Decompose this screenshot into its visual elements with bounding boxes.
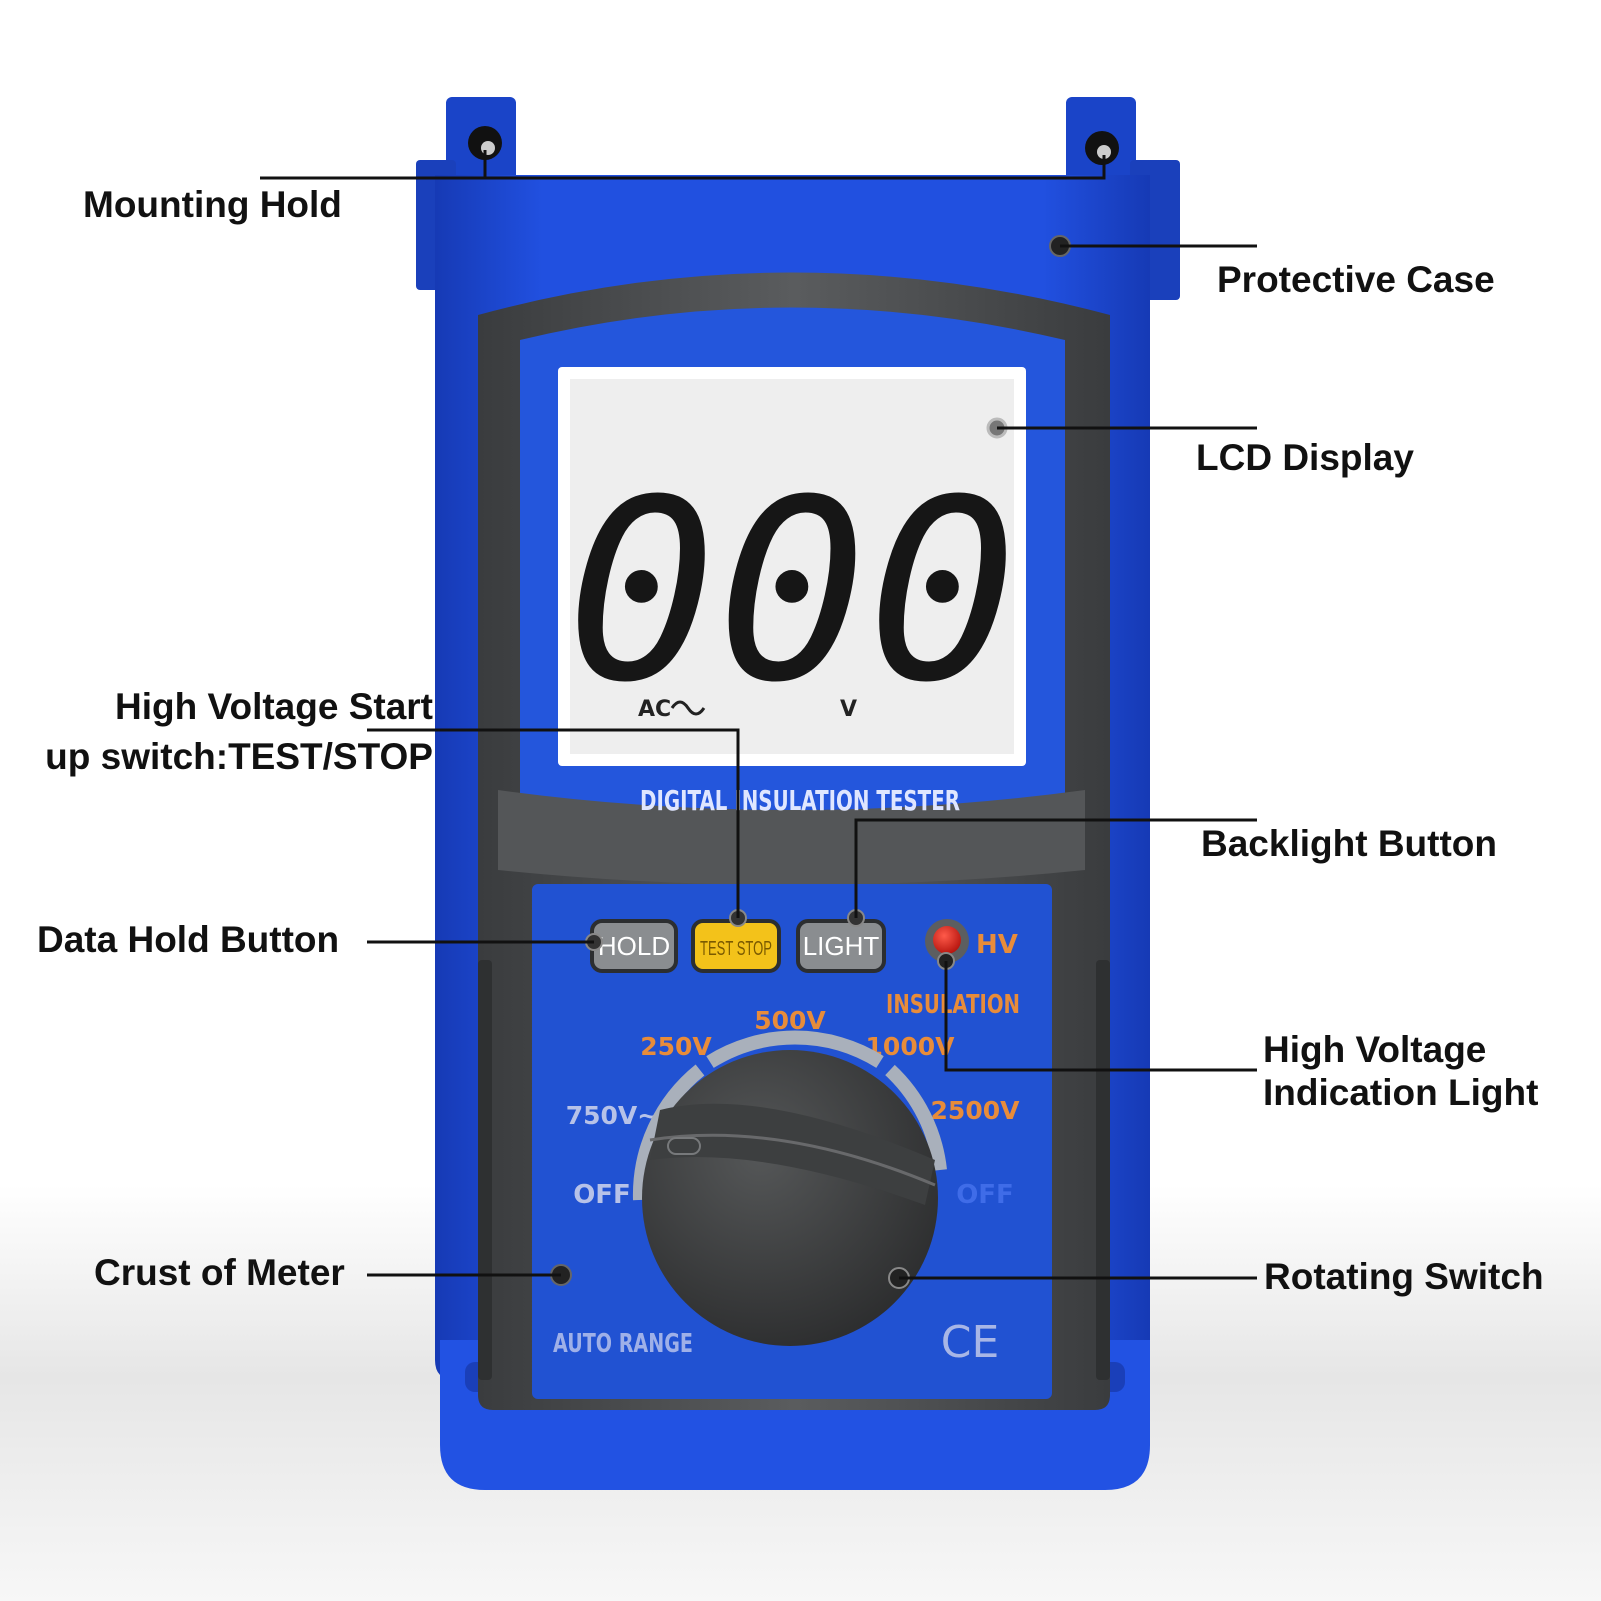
leader-backlight bbox=[854, 818, 1257, 918]
svg-text:HOLD: HOLD bbox=[598, 931, 670, 961]
callout-backlight-button: Backlight Button bbox=[1201, 823, 1497, 864]
callout-protective-case: Protective Case bbox=[1217, 259, 1495, 300]
callout-hv-start-line2: up switch:TEST/STOP bbox=[45, 736, 433, 777]
test-stop-button[interactable]: TEST STOP bbox=[691, 909, 781, 973]
callout-hv-light-line1: High Voltage bbox=[1263, 1029, 1487, 1070]
callout-hv-light-line2: Indication Light bbox=[1263, 1072, 1539, 1113]
insulation-label: INSULATION bbox=[886, 990, 1020, 1020]
brand-label: DIGITAL INSULATION TESTER bbox=[640, 784, 960, 817]
callout-rotating-switch: Rotating Switch bbox=[1264, 1256, 1544, 1297]
leader-mounting-hold bbox=[260, 155, 1106, 180]
dial-250v: 250V bbox=[640, 1032, 712, 1061]
callout-data-hold-button: Data Hold Button bbox=[37, 919, 340, 960]
dial-off-left: OFF bbox=[573, 1180, 631, 1210]
leader-hv-start bbox=[367, 728, 740, 918]
callout-hv-start-line1: High Voltage Start bbox=[115, 686, 433, 727]
leader-hv-light bbox=[944, 961, 1257, 1072]
lcd-ac-indicator: AC bbox=[638, 697, 671, 722]
rotating-switch[interactable] bbox=[642, 1050, 938, 1346]
dial-off-right: OFF bbox=[956, 1180, 1014, 1210]
lcd-digits: 000 bbox=[566, 446, 1018, 737]
dial-750v: 750V~ bbox=[566, 1101, 658, 1130]
auto-range-label: AUTO RANGE bbox=[553, 1329, 693, 1359]
lcd-ac-wave-icon bbox=[670, 700, 706, 716]
hold-button[interactable]: HOLD bbox=[585, 919, 678, 973]
lcd-display bbox=[558, 367, 1026, 766]
hv-indicator-light bbox=[925, 919, 969, 970]
light-button[interactable]: LIGHT bbox=[796, 909, 886, 973]
hv-label: HV bbox=[976, 930, 1018, 960]
dial-500v: 500V bbox=[754, 1006, 826, 1035]
mounting-hole-right bbox=[1085, 131, 1119, 165]
callout-lcd-display: LCD Display bbox=[1196, 437, 1414, 478]
svg-text:TEST STOP: TEST STOP bbox=[700, 938, 772, 960]
dial-2500v: 2500V bbox=[931, 1096, 1021, 1125]
callout-mounting-hold: Mounting Hold bbox=[83, 184, 342, 225]
ce-mark: CE bbox=[941, 1317, 1000, 1368]
callout-crust-of-meter: Crust of Meter bbox=[94, 1252, 345, 1293]
dial-ring bbox=[632, 1030, 947, 1201]
svg-text:LIGHT: LIGHT bbox=[803, 931, 880, 961]
lcd-volt-unit: V bbox=[840, 697, 857, 722]
leader-lines bbox=[260, 150, 1257, 1280]
